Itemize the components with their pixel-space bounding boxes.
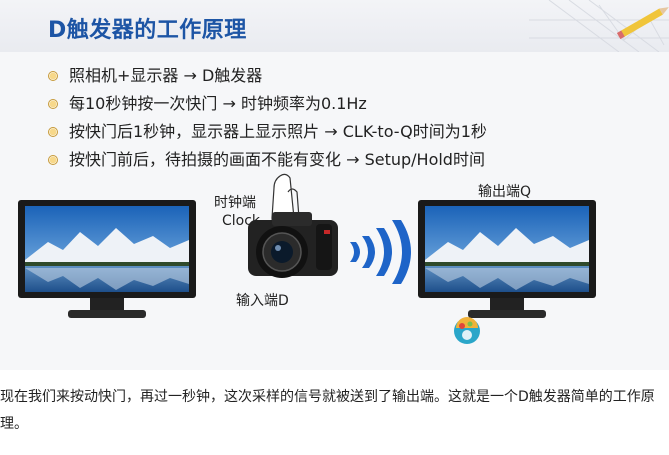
bullet-list: 照相机+显示器 → D触发器 每10秒钟按一次快门 → 时钟频率为0.1Hz 按… [45, 62, 487, 174]
bullet-dot-icon [48, 71, 58, 81]
pencil-decoration-icon [529, 0, 669, 52]
bullet-dot-icon [48, 127, 58, 137]
bullet-item: 按快门前后，待拍摄的画面不能有变化 → Setup/Hold时间 [45, 146, 487, 174]
bullet-item: 照相机+显示器 → D触发器 [45, 62, 487, 90]
bullet-item: 每10秒钟按一次快门 → 时钟频率为0.1Hz [45, 90, 487, 118]
bullet-item: 按快门后1秒钟，显示器上显示照片 → CLK-to-Q时间为1秒 [45, 118, 487, 146]
article-paragraph: 现在我们来按动快门，再过一秒钟，这次采样的信号就被送到了输出端。这就是一个D触发… [0, 389, 655, 432]
slide-image: D触发器的工作原理 照相机+显示器 → D触发器 每10秒钟按一次快门 → 时钟… [0, 0, 669, 344]
bullet-text: 照相机+显示器 → D触发器 [69, 66, 263, 85]
bullet-text: 按快门后1秒钟，显示器上显示照片 → CLK-to-Q时间为1秒 [69, 122, 487, 141]
input-label: 输入端D [236, 293, 289, 309]
output-monitor-icon [418, 200, 596, 318]
bullet-dot-icon [48, 155, 58, 165]
bullet-text: 每10秒钟按一次快门 → 时钟频率为0.1Hz [69, 94, 367, 113]
slide-title: D触发器的工作原理 [48, 18, 247, 43]
clock-label-en: Clock [222, 213, 261, 229]
bullet-text: 按快门前后，待拍摄的画面不能有变化 → Setup/Hold时间 [69, 150, 485, 169]
input-monitor-icon [18, 200, 196, 318]
clock-label-cn: 时钟端 [214, 195, 256, 211]
title-band [0, 0, 669, 52]
camera-icon [248, 173, 338, 278]
bullet-dot-icon [48, 99, 58, 109]
signal-waves-icon [350, 220, 411, 284]
output-label: 输出端Q [478, 184, 532, 200]
logo-badge-icon [454, 317, 480, 344]
